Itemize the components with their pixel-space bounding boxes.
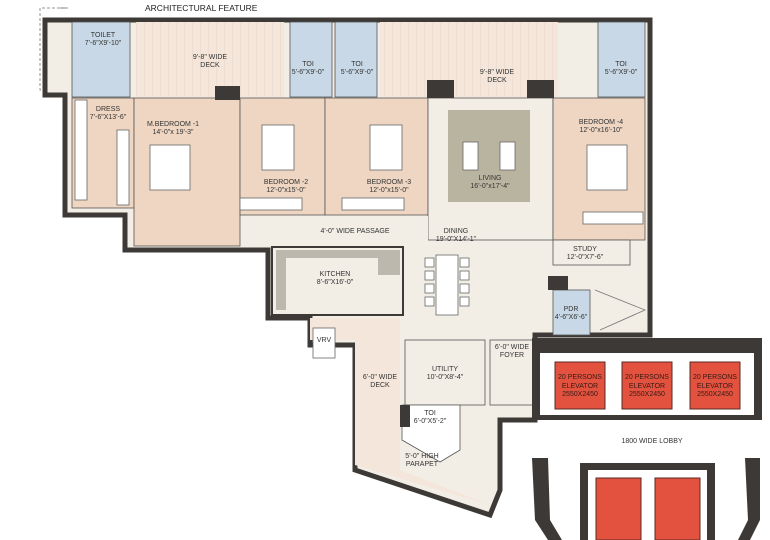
toilet-5 (401, 404, 461, 463)
architectural-feature-outline (39, 7, 65, 91)
architectural-feature-label: ARCHITECTURAL FEATURE (145, 3, 258, 13)
utility (404, 339, 486, 406)
vrv (312, 327, 336, 359)
living-rug (448, 110, 530, 202)
lobby-label: 1800 WIDE LOBBY (621, 438, 683, 445)
elevator-car (554, 361, 606, 410)
foyer (489, 339, 536, 406)
toilet-3 (334, 21, 378, 98)
elevator-car (689, 361, 741, 410)
room-label-passage: 4'-0" WIDE PASSAGE (320, 228, 390, 235)
elevator-car (595, 477, 642, 540)
elevator-car (621, 361, 673, 410)
toilet-2 (289, 21, 333, 98)
study (552, 239, 631, 266)
toilet-4 (597, 21, 646, 98)
toilet-1 (71, 21, 131, 98)
elevator-car (654, 477, 701, 540)
pdr (552, 289, 591, 336)
deck-1 (136, 22, 284, 97)
passage (275, 216, 428, 244)
room-label-vrv: VRV (316, 337, 332, 344)
